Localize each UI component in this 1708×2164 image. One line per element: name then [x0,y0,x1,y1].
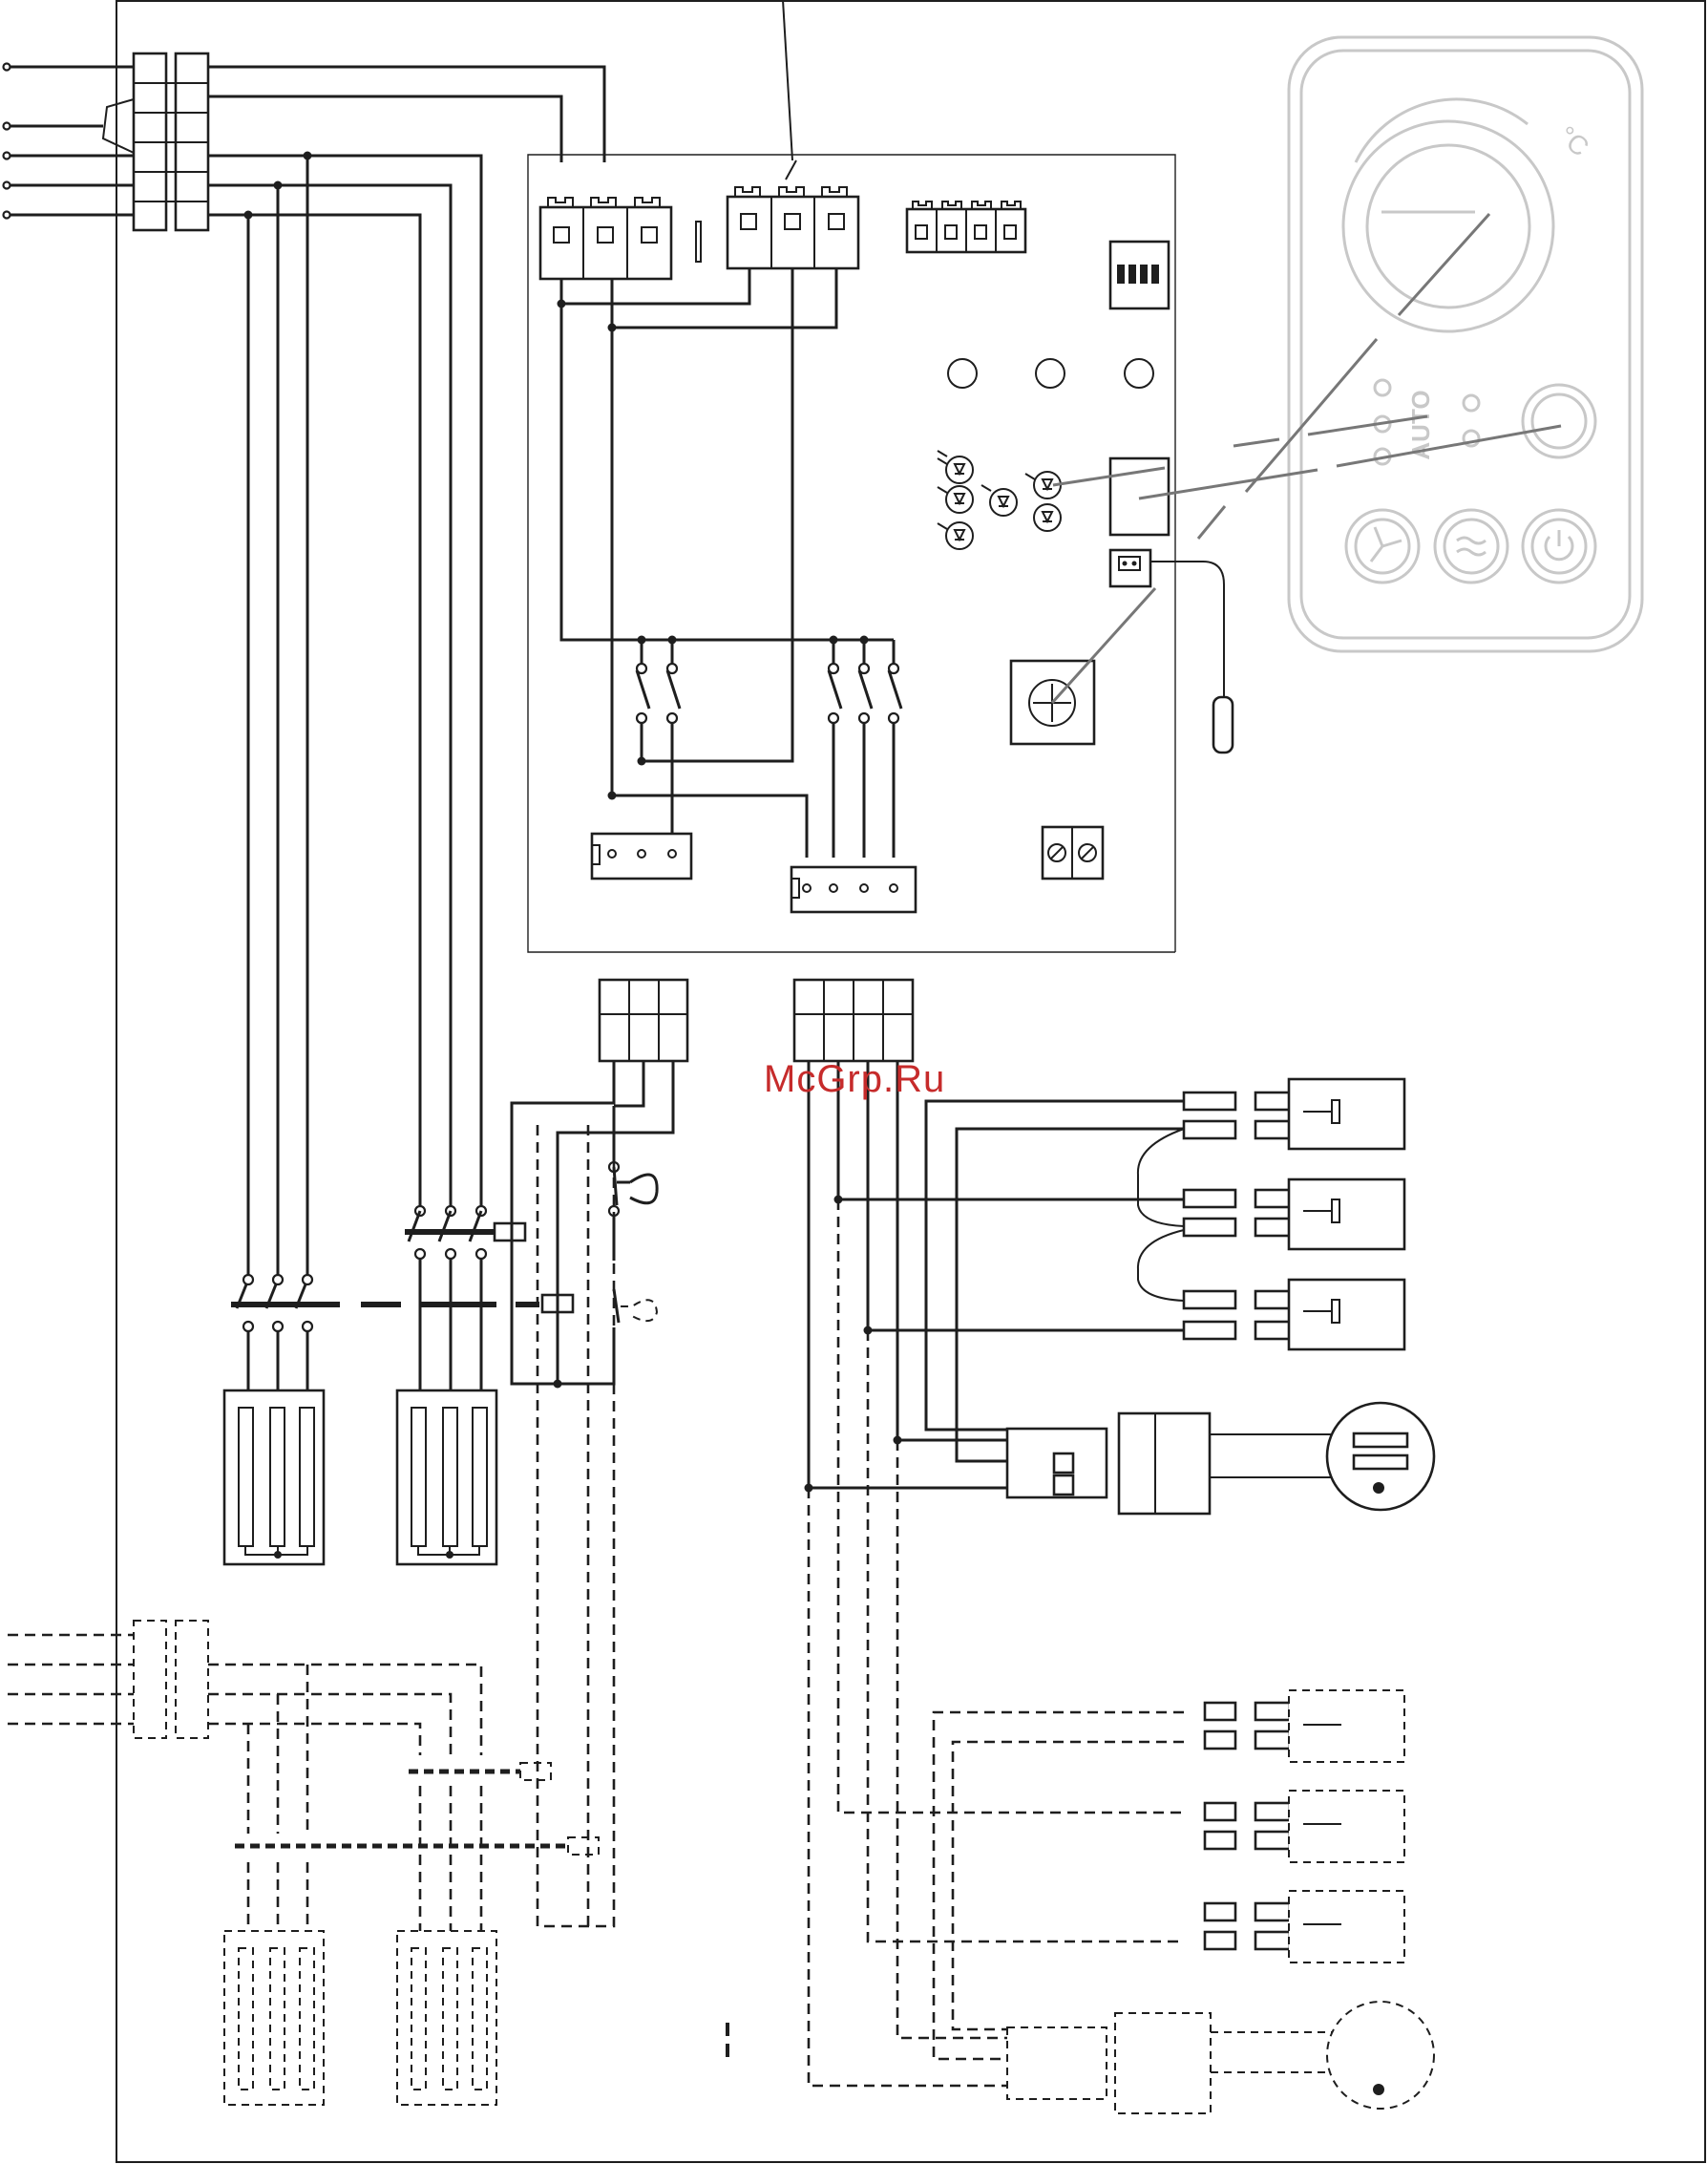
optional-fan-terminals [1205,1690,1404,1962]
heater-bank-1 [224,1390,324,1564]
board-output-plug-4 [791,867,916,912]
board-terminal-block-3 [907,202,1025,252]
dip-switch [1110,242,1169,308]
supply-terminals-top [4,53,209,230]
control-board [528,0,1233,952]
panel-celsius-label: °C [1552,120,1594,162]
board-led-2 [1036,359,1065,388]
contactor-1 [231,1275,539,1409]
watermark: McGrp.Ru [764,1058,945,1101]
board-terminal-block-2 [727,0,858,268]
fan-motor [1327,1403,1434,1510]
panel-indicator-4 [1464,395,1479,411]
fan-connector [1007,1413,1332,1514]
safety-loop-wires [512,1061,673,1389]
optional-heater-banks [224,1931,496,2105]
fan-capacitors [1289,1079,1404,1349]
heater-bank-2 [397,1390,496,1564]
heater-plug-3 [600,980,687,1061]
fan-terminals [1184,1093,1290,1339]
board-led-3 [1125,359,1153,388]
board-output-plug-3 [592,834,691,879]
screw-terminal [1043,827,1103,879]
led-cluster [938,451,1061,549]
fan-plug [794,980,913,1061]
control-panel-faceplate: AUTO °C [1289,37,1642,651]
temperature-sensor [1110,550,1233,753]
optional-supply-terminals [8,1621,481,1834]
board-led-1 [948,359,977,388]
panel-indicator-1 [1375,380,1390,395]
optional-fan-unit [1007,2002,1434,2113]
board-terminal-block-1 [540,198,701,279]
